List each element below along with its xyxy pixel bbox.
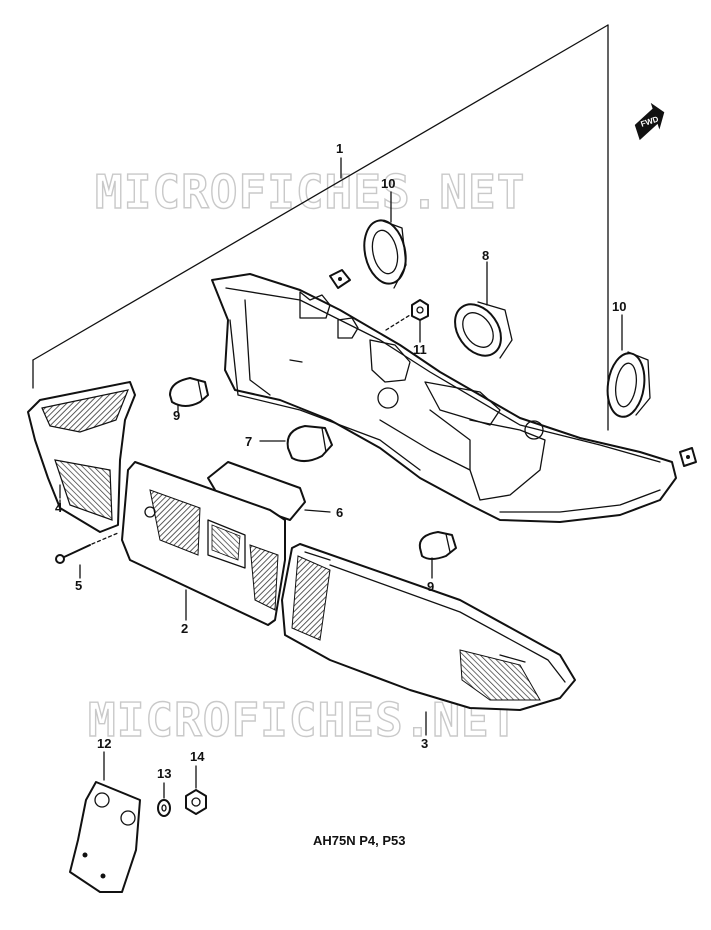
- watermark-top: MICROFICHES.NET: [95, 165, 525, 219]
- socket-ring-8: [454, 301, 513, 359]
- callout-5: 5: [75, 578, 82, 593]
- callout-2: 2: [181, 621, 188, 636]
- forward-arrow-icon: FWD: [634, 102, 665, 141]
- callout-10-right: 10: [612, 299, 626, 314]
- assembly-bracket-line: [32, 24, 609, 431]
- model-code: AH75N P4, P53: [313, 833, 406, 848]
- bracket-plate-12: [69, 781, 141, 893]
- callout-9-top: 9: [173, 408, 180, 423]
- callout-7: 7: [245, 434, 252, 449]
- callout-13: 13: [157, 766, 171, 781]
- bulb-9-bottom: [418, 531, 457, 560]
- right-lens-3: [281, 543, 576, 711]
- callout-8: 8: [482, 248, 489, 263]
- side-lens-4: [27, 381, 136, 533]
- callout-4: 4: [55, 500, 63, 515]
- callout-14: 14: [190, 749, 205, 764]
- callout-9-bottom: 9: [427, 579, 434, 594]
- callout-6: 6: [336, 505, 343, 520]
- housing-base: [211, 273, 677, 523]
- right-clip: [679, 447, 697, 467]
- bulb-9-top: [169, 377, 209, 407]
- callout-1: 1: [336, 141, 343, 156]
- leader-lines: [59, 157, 623, 799]
- center-lens-2: [121, 461, 286, 626]
- callout-10-top: 10: [381, 176, 395, 191]
- callout-11: 11: [413, 342, 427, 357]
- washer-13: [157, 799, 171, 817]
- callout-3: 3: [421, 736, 428, 751]
- gasket-10-top: [363, 219, 407, 289]
- callout-12: 12: [97, 736, 111, 751]
- small-clip: [329, 269, 351, 289]
- nut-14: [185, 789, 207, 815]
- gasket-10-right: [606, 351, 651, 418]
- nut-11: [385, 299, 429, 331]
- screw-5: [55, 532, 119, 564]
- bulb-7: [286, 425, 333, 462]
